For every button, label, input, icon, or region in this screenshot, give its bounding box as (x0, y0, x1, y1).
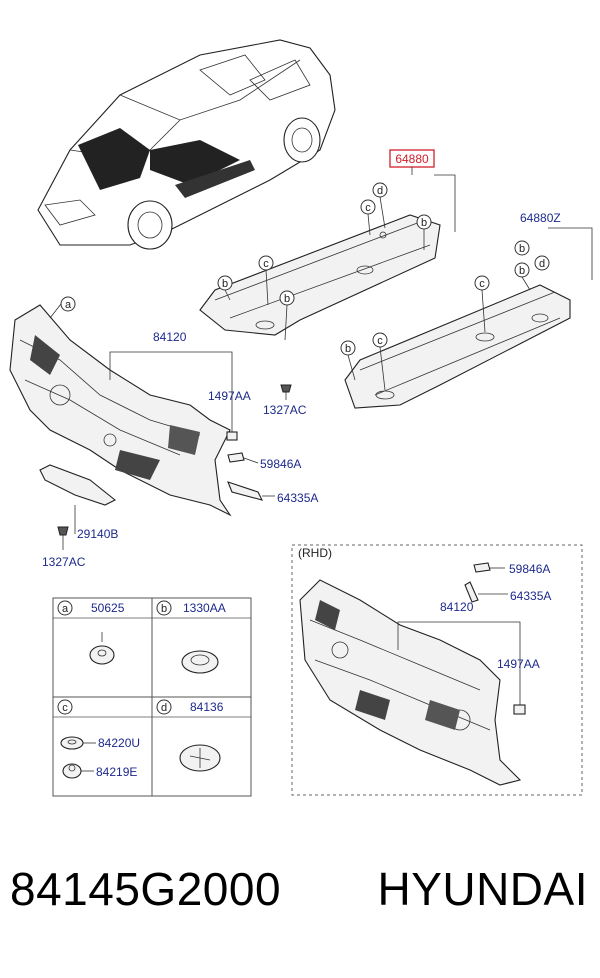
label-1497AA-rhd: 1497AA (497, 657, 540, 671)
callout-d: d (377, 185, 383, 197)
callout-c: c (365, 202, 371, 214)
legend-letter-b: b (161, 603, 167, 615)
label-84120-lhd: 84120 (153, 330, 187, 344)
dash-insulator-lhd (9, 304, 232, 517)
legend-part-1330AA: 1330AA (183, 601, 226, 615)
callout-c: c (263, 258, 269, 270)
legend-part-84220U: 84220U (98, 736, 140, 750)
legend-letter-d: d (161, 702, 167, 714)
label-1497AA-lhd: 1497AA (208, 389, 251, 403)
legend-part-84219E: 84219E (96, 765, 137, 779)
label-84120-rhd: 84120 (440, 600, 474, 614)
callout-b: b (519, 265, 525, 277)
caption: 84145G2000 HYUNDAI (0, 862, 600, 942)
rhd-box (291, 544, 583, 796)
label-1327AC-bottom: 1327AC (42, 555, 86, 569)
callout-b: b (421, 217, 427, 229)
callout-a: a (65, 299, 72, 311)
legend-part-84136: 84136 (190, 700, 224, 714)
callout-d: d (539, 258, 545, 270)
label-1327AC-top: 1327AC (263, 403, 307, 417)
label-59846A-rhd: 59846A (509, 562, 550, 576)
label-64335A-rhd: 64335A (510, 589, 551, 603)
legend-letter-a: a (62, 603, 69, 615)
label-29140B: 29140B (77, 527, 118, 541)
callout-b: b (519, 243, 525, 255)
label-64880: 64880 (395, 152, 429, 166)
callout-b: b (284, 293, 290, 305)
dash-insulator-rhd (299, 579, 522, 786)
part-number: 84145G2000 (10, 863, 282, 915)
brand-name: HYUNDAI (377, 863, 588, 915)
legend-letter-c: c (62, 702, 68, 714)
under-cover-64880 (199, 214, 441, 336)
callout-c: c (377, 335, 383, 347)
callout-b: b (222, 278, 228, 290)
label-64335A-lhd: 64335A (277, 491, 318, 505)
callout-c: c (479, 278, 485, 290)
legend-table: a 50625 b 1330AA c d 84136 84220U 84219E (52, 597, 252, 797)
under-cover-64880Z (344, 284, 571, 409)
label-rhd: (RHD) (298, 546, 332, 560)
label-64880Z: 64880Z (520, 211, 561, 225)
legend-part-50625: 50625 (91, 601, 125, 615)
callout-b: b (345, 343, 351, 355)
parts-diagram: 64880 d c b c b b 64880Z b d b c c b a 8… (9, 39, 593, 797)
vehicle-illustration (37, 39, 336, 250)
label-59846A-lhd: 59846A (260, 457, 301, 471)
